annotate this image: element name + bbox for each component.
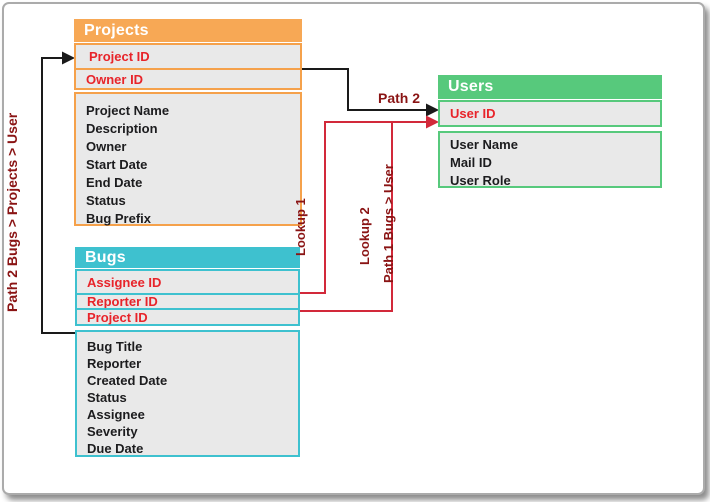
field-user-role: User Role: [450, 173, 511, 188]
field-project-name: Project Name: [86, 103, 170, 118]
field-owner: Owner: [86, 139, 127, 154]
table-users: Users User ID User Name Mail ID User Rol…: [438, 75, 662, 188]
field-bugs-project-id: Project ID: [75, 308, 300, 326]
table-projects-title: Projects: [74, 19, 302, 42]
label-path2: Path 2: [377, 90, 420, 106]
field-status: Status: [86, 193, 126, 208]
field-assignee: Assignee: [87, 407, 145, 422]
field-bug-title: Bug Title: [87, 339, 143, 354]
field-severity: Severity: [87, 424, 138, 439]
field-user-name: User Name: [450, 137, 518, 152]
field-description: Description: [86, 121, 158, 136]
table-users-title: Users: [438, 75, 662, 99]
field-mail-id: Mail ID: [450, 155, 492, 170]
table-projects: Projects Project ID Owner ID Project Nam…: [74, 19, 302, 226]
label-path1-bugs-user: Path 1 Bugs > User: [381, 164, 396, 283]
label-lookup1: Lookup 1: [293, 198, 308, 256]
table-bugs-fields: Bug Title Reporter Created Date Status A…: [75, 330, 300, 457]
label-path2-bugs-projects-user: Path 2 Bugs > Projects > User: [4, 112, 20, 312]
table-bugs: Bugs Assignee ID Reporter ID Project ID …: [75, 247, 300, 457]
field-start-date: Start Date: [86, 157, 148, 172]
field-created-date: Created Date: [87, 373, 168, 388]
field-owner-id: Owner ID: [74, 68, 302, 90]
table-users-fields: User Name Mail ID User Role: [438, 131, 662, 188]
table-bugs-title: Bugs: [75, 247, 300, 268]
field-project-id: Project ID: [74, 43, 302, 70]
field-due-date: Due Date: [87, 441, 144, 456]
field-bugs-status: Status: [87, 390, 127, 405]
field-assignee-id: Assignee ID: [75, 269, 300, 295]
field-end-date: End Date: [86, 175, 143, 190]
table-projects-fields: Project Name Description Owner Start Dat…: [74, 92, 302, 226]
field-bug-prefix: Bug Prefix: [86, 211, 152, 226]
label-lookup2: Lookup 2: [357, 207, 372, 265]
field-bugs-reporter: Reporter: [87, 356, 142, 371]
field-user-id: User ID: [438, 100, 662, 127]
